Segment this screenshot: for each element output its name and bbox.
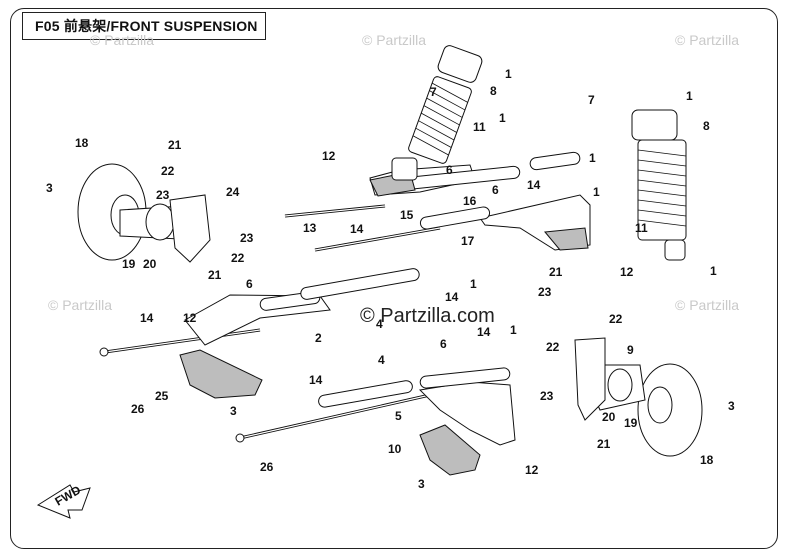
callout: 1 [710,264,717,278]
diagram-title: F05 前悬架/FRONT SUSPENSION [35,18,258,34]
callout: 12 [322,149,336,163]
watermark-right: © Partzilla [675,297,739,313]
callout: 8 [490,84,497,98]
watermark-top-right: © Partzilla [675,32,739,48]
callout: 21 [168,138,182,152]
bolt-26-lower [235,393,431,443]
brake-disc-18-right [574,337,703,457]
callout: 13 [303,221,317,235]
callout: 3 [728,399,735,413]
shock-absorber-8-left [391,45,483,181]
callout: 1 [505,67,512,81]
lower-a-arm-5 [318,367,516,446]
callout: 14 [477,325,491,339]
callout: 6 [446,163,453,177]
watermark-top-mid: © Partzilla [362,32,426,48]
callout: 21 [208,268,222,282]
title-box: F05 前悬架/FRONT SUSPENSION [22,12,266,40]
callout: 4 [376,317,383,331]
callout: 6 [246,277,253,291]
callout: 19 [122,257,136,271]
callout: 1 [499,111,506,125]
brake-disc-18-left [77,163,211,263]
callout: 3 [230,404,237,418]
callout: 9 [627,343,634,357]
watermark-top-left: © Partzilla [90,32,154,48]
callout: 23 [540,389,554,403]
callout: 3 [46,181,53,195]
callout: 1 [510,323,517,337]
callout: 14 [309,373,323,387]
callout: 21 [549,265,563,279]
callout: 26 [131,402,145,416]
callout-labels: 1 1 1 1 1 1 1 1 2 3 3 3 3 4 4 5 6 6 6 6 … [46,67,735,491]
callout: 14 [445,290,459,304]
callout: 1 [593,185,600,199]
callout: 25 [155,389,169,403]
watermarks: © Partzilla © Partzilla © Partzilla © Pa… [48,32,739,327]
callout: 18 [75,136,89,150]
callout: 20 [143,257,157,271]
callout: 12 [620,265,634,279]
fwd-arrow: FWD [36,483,91,519]
watermark-left: © Partzilla [48,297,112,313]
callout: 7 [430,85,437,99]
callout: 21 [597,437,611,451]
callout: 6 [440,337,447,351]
callout: 23 [156,188,170,202]
callout: 20 [602,410,616,424]
callout: 14 [140,311,154,325]
callout: 18 [700,453,714,467]
skid-plate-10 [419,424,481,476]
callout: 12 [525,463,539,477]
callout: 4 [378,353,385,367]
callout: 1 [470,277,477,291]
callout: 8 [703,119,710,133]
callout: 14 [527,178,541,192]
upper-a-arm-17 [419,151,591,251]
callout: 26 [260,460,274,474]
callout: 15 [400,208,414,222]
skid-plate-25 [179,349,263,399]
callout: 11 [635,221,648,235]
callout: 5 [395,409,402,423]
callout: 22 [546,340,560,354]
callout: 16 [463,194,477,208]
callout: 11 [473,120,486,134]
callout: 17 [461,234,475,248]
callout: 23 [240,231,254,245]
callout: 12 [183,311,197,325]
bolt-13-front [284,204,441,252]
callout: 24 [226,185,240,199]
callout: 14 [350,222,364,236]
callout: 19 [624,416,638,430]
shock-absorber-8-right [631,109,687,261]
watermark-center: © Partzilla.com [360,305,495,327]
callout: 1 [686,89,693,103]
diagram-frame [10,8,778,549]
callout: 3 [418,477,425,491]
callout: 1 [589,151,596,165]
callout: 7 [588,93,595,107]
callout: 10 [388,442,402,456]
callout: 22 [609,312,623,326]
bolt-26-upper [99,328,261,357]
callout: 22 [161,164,175,178]
callout: 23 [538,285,552,299]
callout: 2 [315,331,322,345]
callout: 22 [231,251,245,265]
lower-a-arm-2 [184,268,420,346]
callout: 6 [492,183,499,197]
